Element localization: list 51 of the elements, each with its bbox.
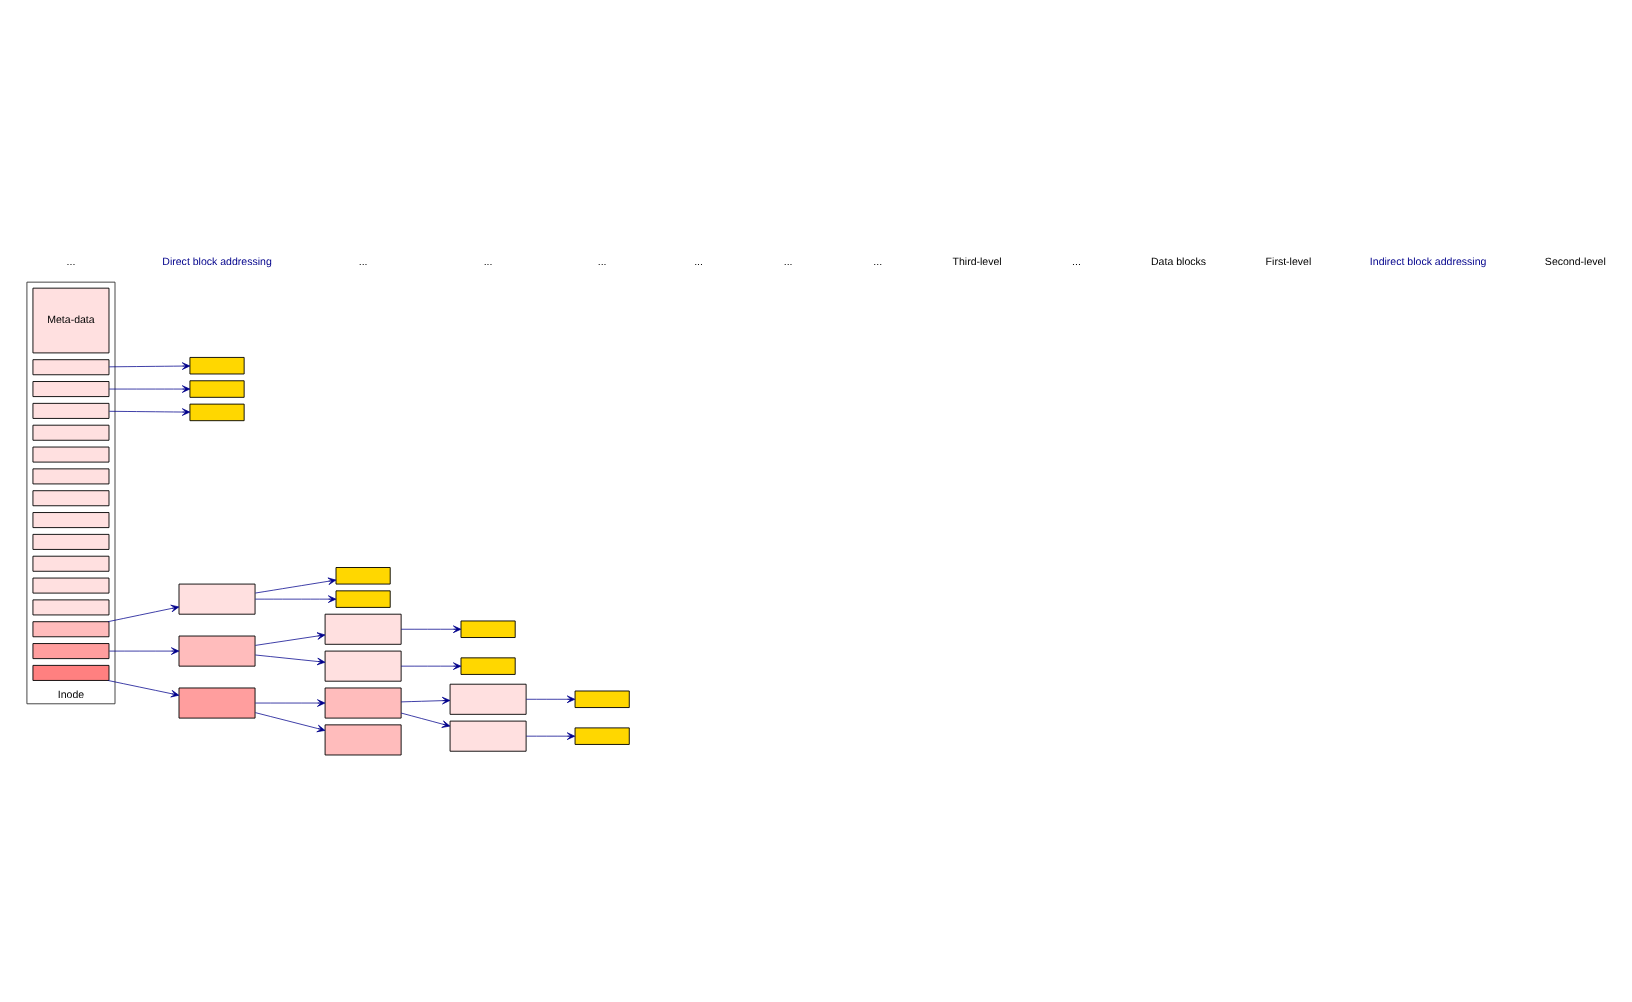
arrow (255, 594, 337, 602)
node-box (178, 634, 256, 666)
arrow (255, 576, 337, 593)
arrow (255, 631, 326, 645)
arrow (108, 361, 191, 369)
node-box (32, 445, 110, 462)
node-box (32, 620, 110, 637)
arrow (255, 698, 326, 706)
node-box (574, 689, 630, 707)
arrow (400, 695, 451, 704)
node-box (335, 589, 391, 607)
node-box (324, 686, 402, 718)
node-box (335, 566, 391, 584)
arrow (525, 731, 576, 739)
node-box (32, 489, 110, 506)
node-box (449, 719, 527, 751)
node-box (32, 467, 110, 484)
node-box (32, 576, 110, 593)
node-box (32, 401, 110, 418)
node-box (32, 663, 110, 680)
node-box (32, 380, 110, 397)
node-box (189, 356, 245, 374)
node-box (32, 532, 110, 549)
node-box (460, 619, 516, 637)
node-box (178, 582, 256, 614)
node-box (32, 511, 110, 528)
arrow (255, 711, 326, 732)
node-box (324, 649, 402, 681)
arrow (108, 407, 191, 415)
node-box (324, 723, 402, 755)
arrow (107, 603, 180, 622)
node-box (574, 726, 630, 744)
node-box (449, 682, 527, 714)
node-box (32, 642, 110, 659)
node-box (178, 686, 256, 718)
arrow (400, 661, 462, 669)
arrow (400, 624, 462, 632)
arrow (108, 384, 191, 392)
node-box (32, 358, 110, 375)
node-box (32, 598, 110, 615)
node-box (324, 612, 402, 644)
node-box (32, 423, 110, 440)
arrow (108, 646, 180, 654)
node-box (189, 379, 245, 397)
node-box (460, 656, 516, 674)
arrow (525, 694, 576, 703)
arrow (255, 653, 326, 665)
arrow (107, 679, 180, 697)
arrow (400, 711, 451, 727)
node-box (189, 402, 245, 421)
node-box (32, 554, 110, 571)
